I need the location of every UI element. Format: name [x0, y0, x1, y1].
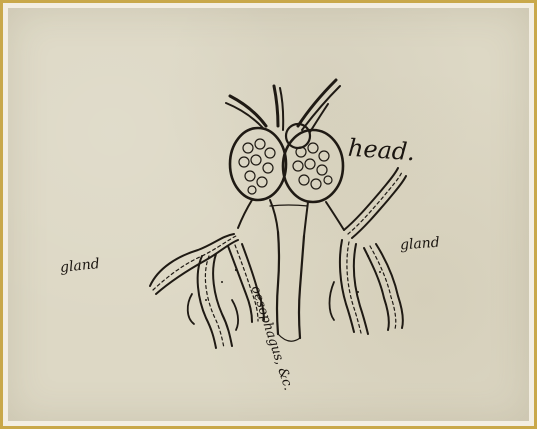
insect-head-sketch — [8, 8, 529, 421]
label-gland-right: gland — [399, 235, 440, 254]
label-head: head. — [347, 134, 416, 167]
right-eye — [283, 124, 343, 202]
head-connectors — [238, 200, 344, 236]
left-eye — [230, 128, 286, 200]
antennae — [226, 80, 340, 132]
right-gland — [330, 168, 407, 334]
paper-background: head. gland gland oesophagus, &c. — [8, 8, 529, 421]
oesophagus — [277, 232, 304, 341]
left-gland — [150, 234, 264, 348]
